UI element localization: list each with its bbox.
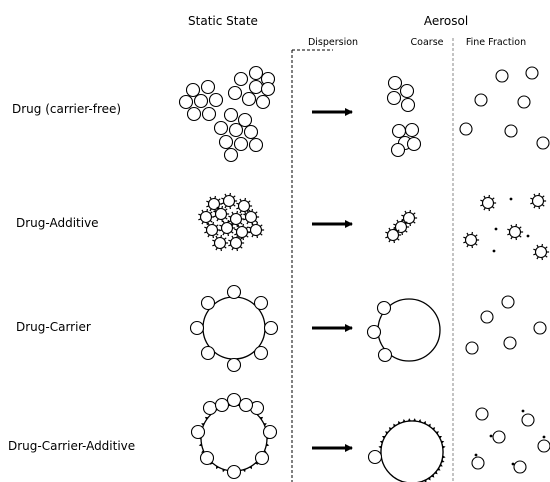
- row3-fine-particles: [465, 295, 547, 355]
- row1-coarse-clusters: [386, 75, 422, 158]
- row1-fine-particles: [459, 66, 550, 150]
- row2-static-agglomerate: [198, 192, 265, 252]
- row-label-drug-additive: Drug-Additive: [16, 216, 99, 230]
- header-fine-fraction: Fine Fraction: [466, 37, 526, 48]
- row1-static-agglomerate: [178, 65, 276, 163]
- row4-fine-particles: [471, 407, 550, 474]
- row3-coarse-carrier: [366, 298, 441, 363]
- row2-coarse-clusters: [385, 209, 418, 244]
- row2-fine-dots: [492, 197, 530, 253]
- header-coarse: Coarse: [411, 37, 444, 48]
- row-label-drug-carrier-additive: Drug-Carrier-Additive: [8, 439, 135, 453]
- row4-static-carrier: [190, 392, 278, 480]
- header-static-state: Static State: [188, 14, 258, 28]
- row4-coarse-carrier: [367, 418, 446, 482]
- header-dispersion: Dispersion: [308, 37, 358, 48]
- row-label-drug-carrier: Drug-Carrier: [16, 320, 91, 334]
- dispersion-divider: [291, 49, 333, 482]
- row-label-carrier-free: Drug (carrier-free): [12, 102, 121, 116]
- row3-static-carrier: [189, 284, 279, 373]
- header-aerosol: Aerosol: [424, 14, 468, 28]
- row2-fine-particles: [463, 192, 550, 261]
